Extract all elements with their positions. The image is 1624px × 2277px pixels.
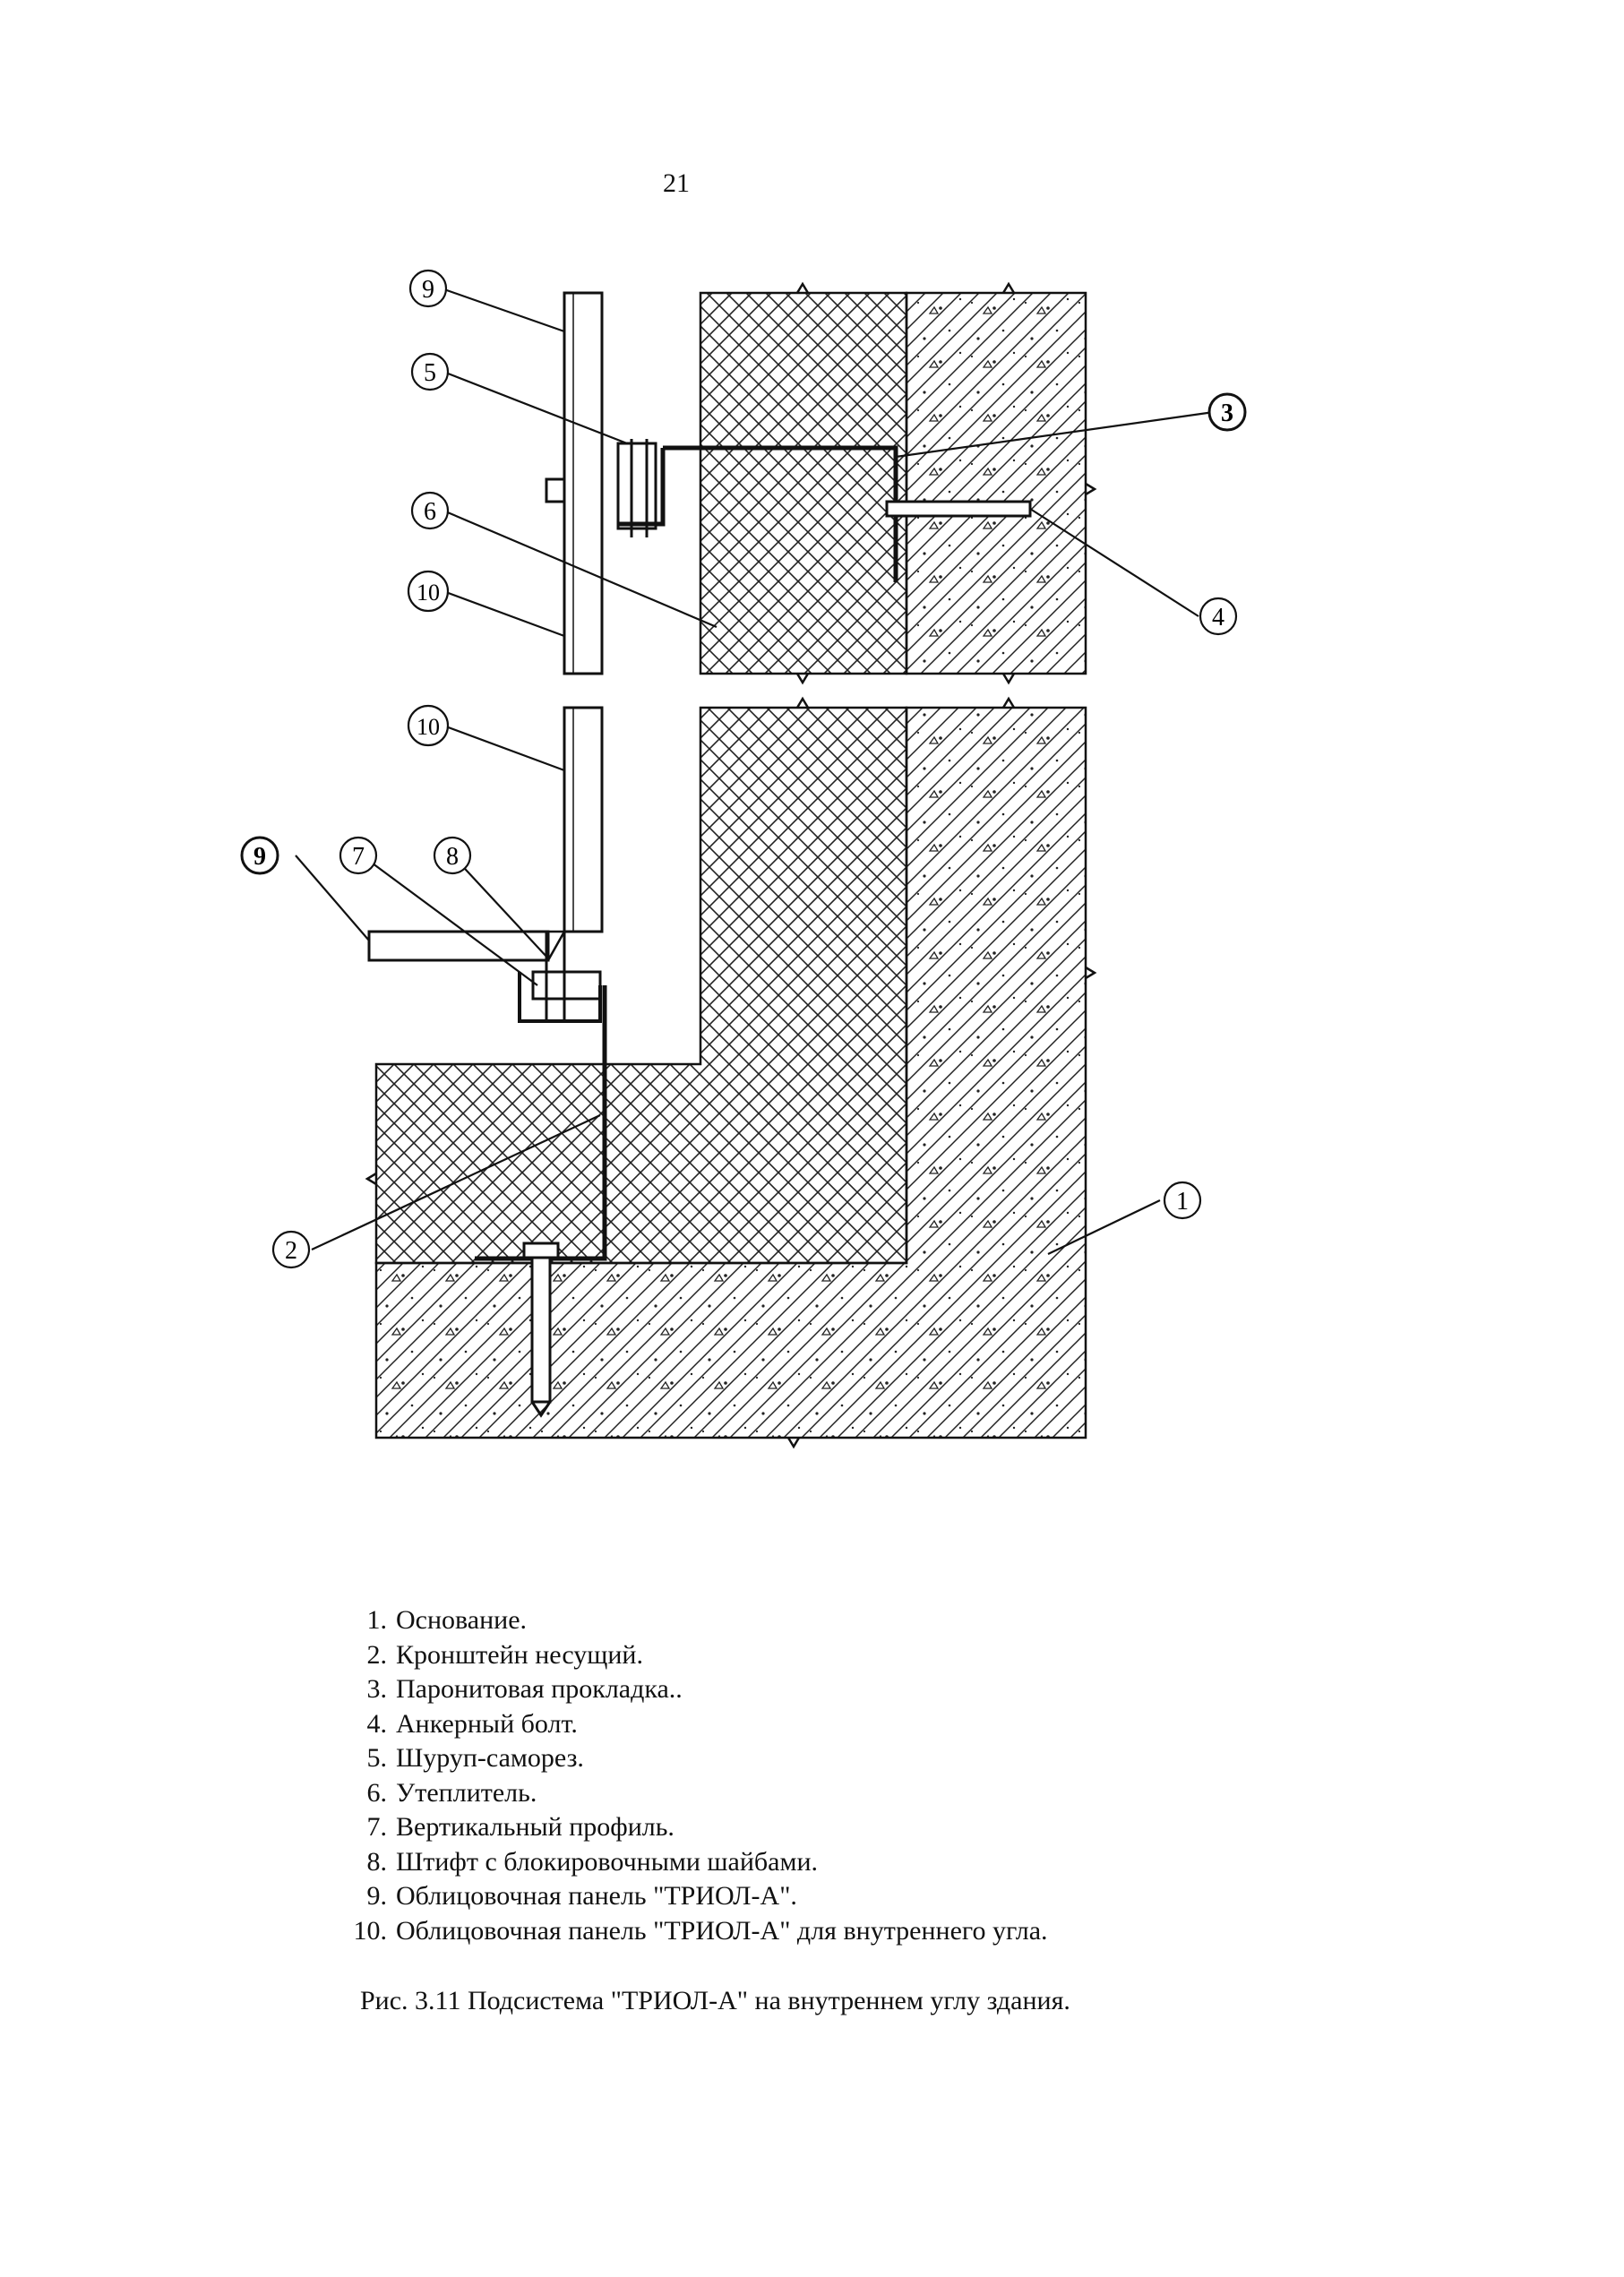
bracket-upper xyxy=(618,445,898,582)
svg-text:1: 1 xyxy=(1176,1188,1189,1216)
legend-text: Шуруп-саморез. xyxy=(396,1743,584,1773)
callout-9-bottom: 9 xyxy=(240,836,279,875)
insulation-lower xyxy=(374,706,908,1265)
pin-with-washers xyxy=(531,970,602,1001)
facade-corner-section-drawing: 9 5 3 6 10 4 10 9 7 8 2 1 xyxy=(240,269,1247,1449)
callout-6: 6 xyxy=(410,491,450,530)
callout-8: 8 xyxy=(433,836,472,875)
legend-item: 9. Облицовочная панель "ТРИОЛ-А". xyxy=(340,1879,1048,1914)
bracket-lower xyxy=(475,985,607,1261)
legend-item: 3. Паронитовая прокладка.. xyxy=(340,1672,1048,1707)
legend-text: Вертикальный профиль. xyxy=(396,1812,675,1842)
legend-text: Основание. xyxy=(396,1605,528,1635)
lower-detail xyxy=(365,696,1097,1449)
legend-number: 1. xyxy=(366,1605,388,1635)
callout-1: 1 xyxy=(1163,1181,1202,1220)
break-mark xyxy=(365,696,1097,1449)
facing-panel-lower-9 xyxy=(367,930,550,962)
callout-2: 2 xyxy=(271,1230,311,1269)
svg-text:9: 9 xyxy=(253,843,266,871)
figure-caption: Рис. 3.11 Подсистема "ТРИОЛ-А" на внутре… xyxy=(360,1986,1070,2015)
legend-text: Кронштейн несущий. xyxy=(396,1639,643,1670)
callouts xyxy=(295,287,1215,1255)
callout-7: 7 xyxy=(339,836,378,875)
legend-number: 7. xyxy=(366,1812,388,1842)
upper-detail xyxy=(545,281,1097,685)
insulation-upper xyxy=(699,291,908,675)
legend-item: 4. Анкерный болт. xyxy=(340,1707,1048,1742)
svg-text:10: 10 xyxy=(417,714,440,740)
page-number: 21 xyxy=(663,168,690,198)
legend-number: 8. xyxy=(366,1846,388,1877)
concrete-base-lower xyxy=(374,706,1087,1439)
legend-item: 6. Утеплитель. xyxy=(340,1776,1048,1811)
svg-text:10: 10 xyxy=(417,580,440,606)
legend-number: 3. xyxy=(366,1674,388,1704)
callout-4: 4 xyxy=(1199,597,1238,636)
legend-text: Анкерный болт. xyxy=(396,1708,578,1739)
legend-number: 5. xyxy=(366,1743,388,1773)
legend-item: 8. Штифт с блокировочными шайбами. xyxy=(340,1845,1048,1880)
vertical-profile xyxy=(518,972,602,1023)
legend-item: 7. Вертикальный профиль. xyxy=(340,1810,1048,1845)
facing-panel-lower-10 xyxy=(563,706,604,933)
legend-number: 4. xyxy=(366,1708,388,1739)
fastener-upper xyxy=(616,442,657,530)
svg-text:9: 9 xyxy=(422,276,434,304)
svg-text:5: 5 xyxy=(424,359,436,387)
legend-text: Утеплитель. xyxy=(396,1777,537,1808)
callout-10-top: 10 xyxy=(407,570,450,613)
anchor-bolt-upper xyxy=(885,500,1032,518)
legend-item: 2. Кронштейн несущий. xyxy=(340,1638,1048,1673)
callout-5: 5 xyxy=(410,352,450,391)
legend-item: 1. Основание. xyxy=(340,1603,1048,1638)
svg-text:6: 6 xyxy=(424,498,436,526)
callout-3: 3 xyxy=(1207,392,1247,432)
legend-item: 5. Шуруп-саморез. xyxy=(340,1741,1048,1776)
svg-text:2: 2 xyxy=(285,1237,297,1265)
legend-number: 6. xyxy=(366,1777,388,1808)
panel-joint xyxy=(545,477,564,503)
anchor-bolt-lower xyxy=(530,1248,552,1404)
legend-text: Штифт с блокировочными шайбами. xyxy=(396,1846,819,1877)
legend-item: 10. Облицовочная панель "ТРИОЛ-А" для вну… xyxy=(340,1914,1048,1949)
svg-text:8: 8 xyxy=(446,843,459,871)
legend-list: 1. Основание. 2. Кронштейн несущий. 3. Парони… xyxy=(340,1603,1048,1948)
svg-text:3: 3 xyxy=(1221,400,1233,427)
legend-number: 9. xyxy=(366,1881,388,1911)
break-mark xyxy=(795,281,1097,685)
legend-number: 10. xyxy=(353,1915,388,1946)
svg-text:4: 4 xyxy=(1212,604,1224,632)
legend-text: Облицовочная панель "ТРИОЛ-А". xyxy=(396,1881,797,1911)
legend-text: Паронитовая прокладка.. xyxy=(396,1674,683,1704)
svg-text:7: 7 xyxy=(352,843,365,871)
facing-panel-upper xyxy=(563,291,604,675)
legend-text: Облицовочная панель "ТРИОЛ-А" для внутре… xyxy=(396,1915,1048,1946)
concrete-base-upper xyxy=(905,291,1087,675)
callout-9-top: 9 xyxy=(408,269,448,308)
callout-10-bottom: 10 xyxy=(407,704,450,747)
legend-number: 2. xyxy=(366,1639,388,1670)
